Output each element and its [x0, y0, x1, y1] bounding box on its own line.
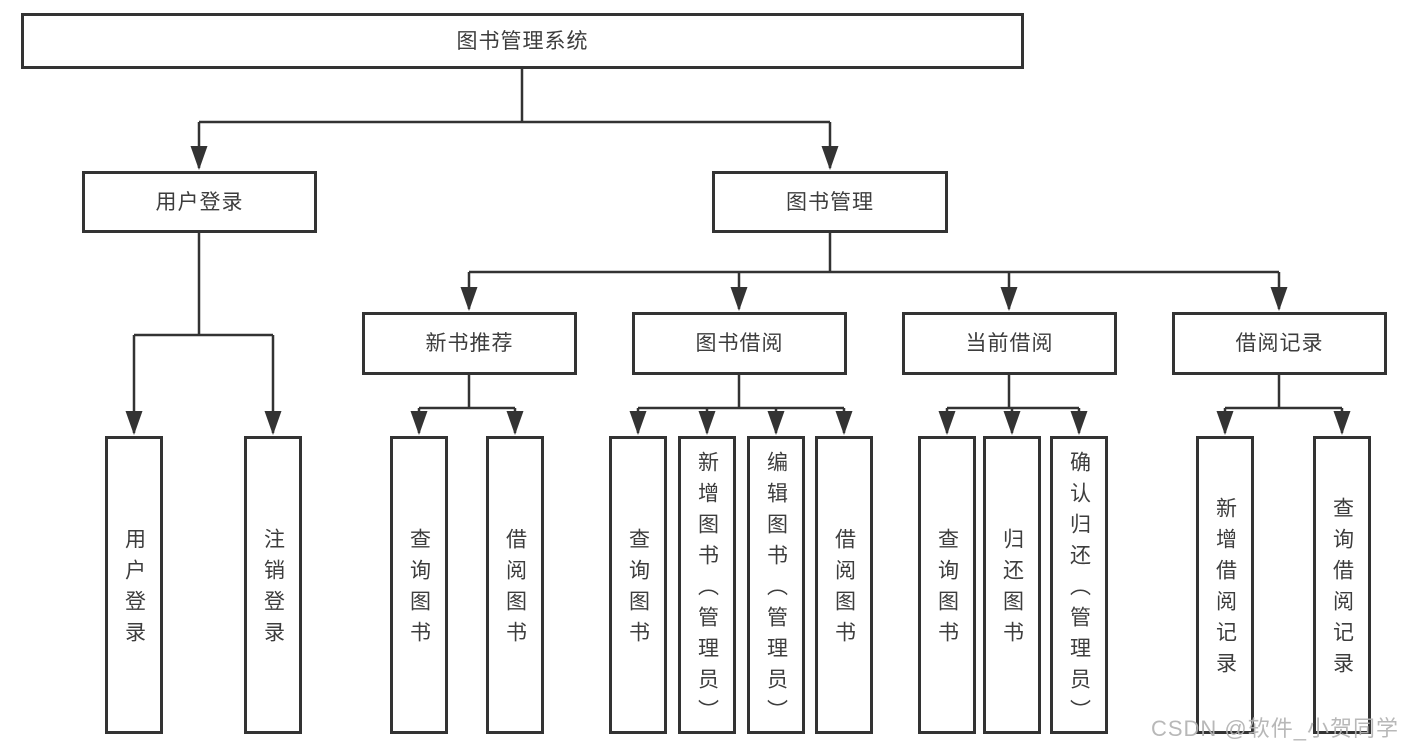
node-user-login: 用户登录 — [82, 171, 317, 233]
node-label: 编辑图书（管理员） — [764, 450, 788, 730]
node-leaf-borrow-books: 借阅图书 — [815, 436, 873, 734]
node-leaf-borrow-books: 借阅图书 — [486, 436, 544, 734]
node-label: 用户登录 — [155, 190, 244, 214]
node-label: 图书管理系统 — [456, 29, 589, 53]
node-label: 查询图书 — [935, 528, 959, 652]
node-label: 查询图书 — [407, 528, 431, 652]
node-leaf-query-books: 查询图书 — [390, 436, 448, 734]
node-current-borrowing: 当前借阅 — [902, 312, 1117, 375]
node-label: 确认归还（管理员） — [1067, 450, 1091, 730]
node-label: 图书管理 — [786, 190, 874, 214]
node-book-borrowing: 图书借阅 — [632, 312, 847, 375]
node-leaf-edit-books-admin: 编辑图书（管理员） — [747, 436, 805, 734]
node-leaf-add-borrow-record: 新增借阅记录 — [1196, 436, 1254, 734]
node-leaf-return-books: 归还图书 — [983, 436, 1041, 734]
node-label: 借阅图书 — [503, 528, 527, 652]
node-leaf-query-books: 查询图书 — [609, 436, 667, 734]
node-label: 查询借阅记录 — [1330, 497, 1354, 683]
node-borrowing-records: 借阅记录 — [1172, 312, 1387, 375]
node-label: 查询图书 — [626, 528, 650, 652]
node-leaf-user-login: 用户登录 — [105, 436, 163, 734]
node-new-book-recommendation: 新书推荐 — [362, 312, 577, 375]
node-leaf-logout: 注销登录 — [244, 436, 302, 734]
node-book-management: 图书管理 — [712, 171, 948, 233]
node-label: 借阅图书 — [832, 528, 856, 652]
node-label: 图书借阅 — [695, 332, 784, 355]
node-label: 新增借阅记录 — [1213, 497, 1237, 683]
node-label: 新增图书（管理员） — [695, 450, 719, 730]
node-leaf-confirm-return-admin: 确认归还（管理员） — [1050, 436, 1108, 734]
node-label: 新书推荐 — [425, 332, 514, 355]
node-leaf-add-books-admin: 新增图书（管理员） — [678, 436, 736, 734]
node-library-management-system: 图书管理系统 — [21, 13, 1024, 69]
node-leaf-query-books: 查询图书 — [918, 436, 976, 734]
node-label: 当前借阅 — [965, 332, 1054, 355]
node-label: 借阅记录 — [1235, 332, 1324, 355]
node-leaf-query-borrow-record: 查询借阅记录 — [1313, 436, 1371, 734]
csdn-watermark: CSDN @软件_小贺同学 — [1150, 716, 1399, 741]
node-label: 用户登录 — [122, 528, 146, 652]
node-label: 归还图书 — [1000, 528, 1024, 652]
node-label: 注销登录 — [261, 528, 285, 652]
